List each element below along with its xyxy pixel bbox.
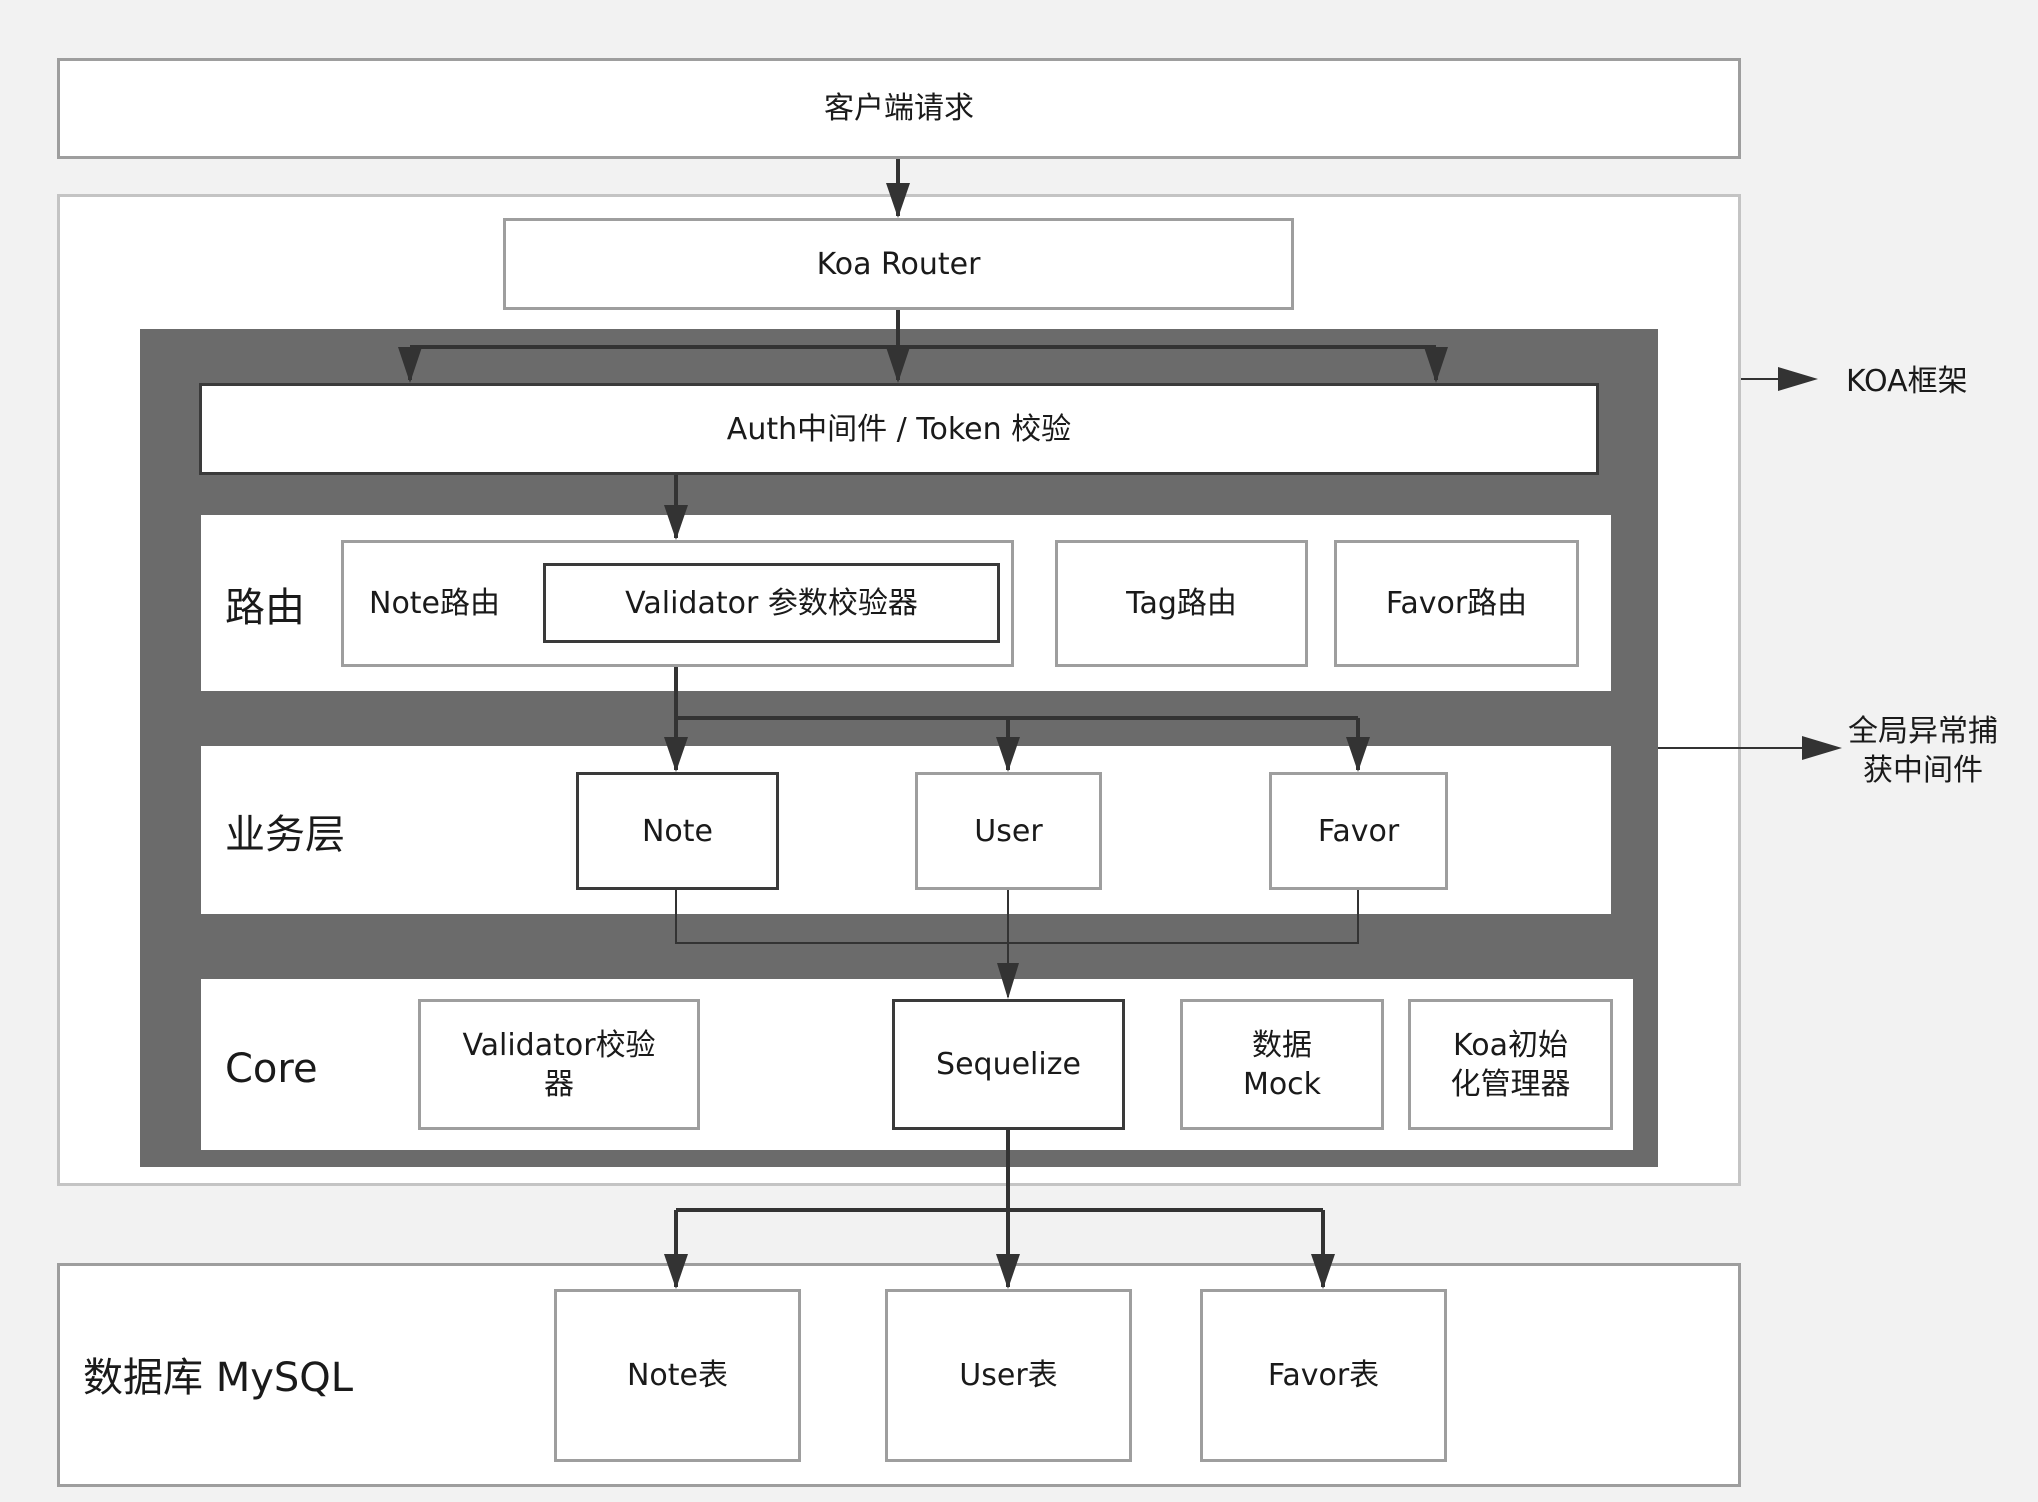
arrowhead: [1802, 736, 1842, 760]
favor-route-box: Favor路由: [1334, 540, 1579, 667]
favor-table-box: Favor表: [1200, 1289, 1447, 1462]
client-request-box: 客户端请求: [57, 58, 1741, 159]
sequelize-box: Sequelize: [892, 999, 1125, 1130]
business-note-label: Note: [641, 813, 713, 849]
koa-framework-label: KOA框架: [1846, 364, 1968, 399]
koa-init-box: Koa初始化管理器: [1408, 999, 1613, 1130]
routing-label: 路由: [225, 585, 305, 631]
note-route-label: Note路由: [369, 586, 501, 621]
business-user-label: User: [974, 813, 1043, 849]
core-validator-label: Validator校验器: [462, 1027, 656, 1102]
global-exception-label: 全局异常捕获中间件: [1848, 714, 1998, 788]
tag-route-label: Tag路由: [1126, 586, 1237, 621]
user-table-box: User表: [885, 1289, 1132, 1462]
business-user-box: User: [915, 772, 1102, 890]
favor-table-label: Favor表: [1267, 1358, 1380, 1393]
database-label: 数据库 MySQL: [83, 1355, 354, 1401]
client-request-label: 客户端请求: [824, 91, 974, 126]
business-favor-box: Favor: [1269, 772, 1448, 890]
koa-router-box: Koa Router: [503, 218, 1294, 310]
auth-middleware-box: Auth中间件 / Token 校验: [199, 383, 1599, 475]
sequelize-label: Sequelize: [936, 1047, 1081, 1082]
note-table-label: Note表: [626, 1358, 728, 1393]
data-mock-label: 数据 Mock: [1242, 1027, 1322, 1102]
favor-route-label: Favor路由: [1385, 586, 1528, 621]
business-label: 业务层: [225, 812, 345, 858]
validator-param-box: Validator 参数校验器: [543, 563, 1000, 643]
tag-route-box: Tag路由: [1055, 540, 1308, 667]
note-table-box: Note表: [554, 1289, 801, 1462]
auth-middleware-label: Auth中间件 / Token 校验: [726, 411, 1072, 447]
core-validator-box: Validator校验器: [418, 999, 700, 1130]
business-favor-label: Favor: [1317, 813, 1400, 849]
core-label: Core: [225, 1046, 318, 1092]
koa-router-label: Koa Router: [816, 246, 981, 282]
arrowhead: [1778, 367, 1818, 391]
data-mock-box: 数据 Mock: [1180, 999, 1384, 1130]
user-table-label: User表: [959, 1358, 1058, 1393]
validator-param-label: Validator 参数校验器: [625, 585, 918, 621]
business-note-box: Note: [576, 772, 779, 890]
koa-init-label: Koa初始化管理器: [1450, 1027, 1571, 1102]
